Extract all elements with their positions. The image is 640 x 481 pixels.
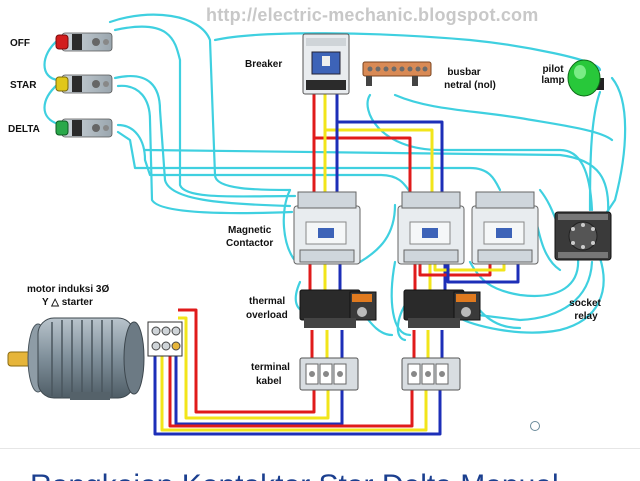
socket-relay-icon [554,211,612,261]
control-wire [143,148,610,217]
watermark-url: http://electric-mechanic.blogspot.com [206,5,539,25]
bottom-title-strip: Rangkaian Kontaktor Star Delta Manual [0,448,640,481]
terminal-block-second-icon [401,357,461,391]
control-wire [390,260,412,337]
power-wire-r [178,308,316,414]
power-wire-r [418,258,492,277]
label-thermal: thermal [249,296,286,307]
label-contactor: Contactor [226,238,274,249]
contactor-delta-icon [471,191,539,265]
control-wire [43,82,60,126]
label-terminal: terminal [251,362,290,373]
label-magnetic: Magnetic [228,225,272,236]
label-busbar-netral: netral (nol) [444,80,496,91]
control-wire [393,93,614,142]
power-wire-r [312,92,412,192]
label-pilot: pilot [542,64,564,75]
terminal-block-main-icon [299,357,359,391]
label-off: OFF [10,38,30,49]
scroll-indicator[interactable] [530,421,540,431]
control-wire [603,76,627,217]
label-motor-starter: Y △ starter [42,297,93,308]
control-wire [538,188,558,222]
label-kabel: kabel [256,376,282,387]
control-wire [108,13,292,192]
label-busbar: busbar [447,67,481,78]
motor-terminal-box-icon [147,321,183,357]
busbar-icon [362,61,432,86]
control-wire [116,123,412,194]
label-relay: relay [574,311,598,322]
control-wire [458,256,605,334]
control-wire [113,75,292,208]
thermal-overload-star-icon [403,289,481,328]
control-wire [282,188,298,264]
control-wire [476,260,594,322]
label-overload: overload [246,310,288,321]
control-wire [468,256,580,298]
control-wire [113,25,297,198]
label-delta: DELTA [8,124,40,135]
control-wire [213,32,602,72]
power-wire-t [174,330,344,426]
power-wire-t [446,258,520,284]
power-wire-s [178,316,330,420]
power-wire-s [323,92,434,192]
control-wire [358,203,397,264]
label-breaker: Breaker [245,59,283,70]
contactor-main-icon [293,191,361,265]
pushbutton-delta-icon [55,118,113,138]
label-lamp: lamp [541,75,565,86]
pushbutton-off-icon [55,32,113,52]
thermal-overload-main-icon [299,289,377,328]
contactor-star-icon [397,191,465,265]
motor-icon [7,317,145,400]
control-wire [116,130,502,192]
power-wire-t [335,92,444,192]
pilot-lamp-icon [567,59,604,97]
control-wire [588,90,602,212]
control-wire [43,38,60,82]
control-wire [116,84,294,215]
label-star: STAR [10,80,37,91]
power-wire-r [168,352,414,428]
control-wire [366,93,594,212]
page-title: Rangkaian Kontaktor Star Delta Manual [30,469,559,481]
label-motor-induksi: motor induksi 3Ø [27,284,110,295]
breaker-icon [302,33,350,95]
power-wire-s [160,352,428,432]
pushbutton-star-icon [55,74,113,94]
power-wire-t [153,352,442,436]
label-socket: socket [569,298,601,309]
